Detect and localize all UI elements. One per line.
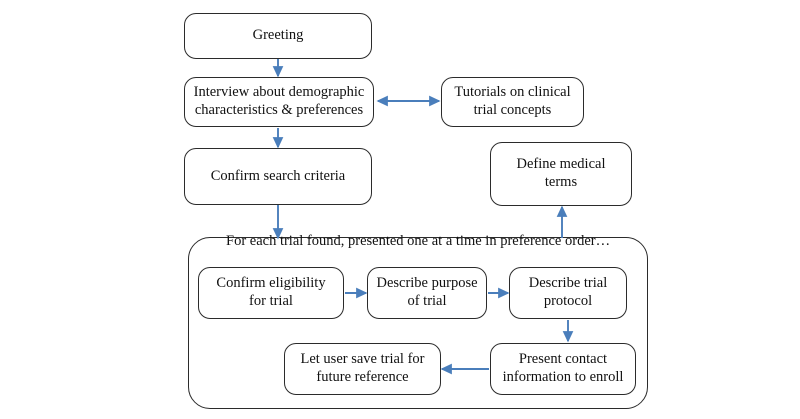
node-tutorials-label: Tutorials on clinical trial concepts: [454, 84, 571, 118]
node-confirm-search-criteria-label: Confirm search criteria: [210, 167, 346, 184]
node-present-contact[interactable]: Present contact information to enroll: [490, 343, 636, 395]
node-define-medical-terms[interactable]: Define medical terms: [490, 142, 632, 206]
node-define-medical-terms-label: Define medical terms: [516, 156, 606, 190]
node-present-contact-label: Present contact information to enroll: [502, 351, 624, 385]
node-describe-purpose-label: Describe purpose of trial: [376, 275, 478, 309]
node-save-trial-label: Let user save trial for future reference: [300, 351, 425, 385]
node-greeting[interactable]: Greeting: [184, 13, 372, 59]
node-describe-purpose[interactable]: Describe purpose of trial: [367, 267, 487, 319]
node-confirm-eligibility-label: Confirm eligibility for trial: [216, 275, 326, 309]
node-confirm-search-criteria[interactable]: Confirm search criteria: [184, 148, 372, 205]
node-tutorials[interactable]: Tutorials on clinical trial concepts: [441, 77, 584, 127]
node-describe-protocol[interactable]: Describe trial protocol: [509, 267, 627, 319]
node-greeting-label: Greeting: [252, 27, 304, 44]
node-save-trial[interactable]: Let user save trial for future reference: [284, 343, 441, 395]
node-confirm-eligibility[interactable]: Confirm eligibility for trial: [198, 267, 344, 319]
trial-loop-group-label: For each trial found, presented one at a…: [226, 233, 611, 249]
node-interview[interactable]: Interview about demographic characterist…: [184, 77, 374, 127]
node-interview-label: Interview about demographic characterist…: [193, 84, 365, 118]
node-describe-protocol-label: Describe trial protocol: [528, 275, 608, 309]
